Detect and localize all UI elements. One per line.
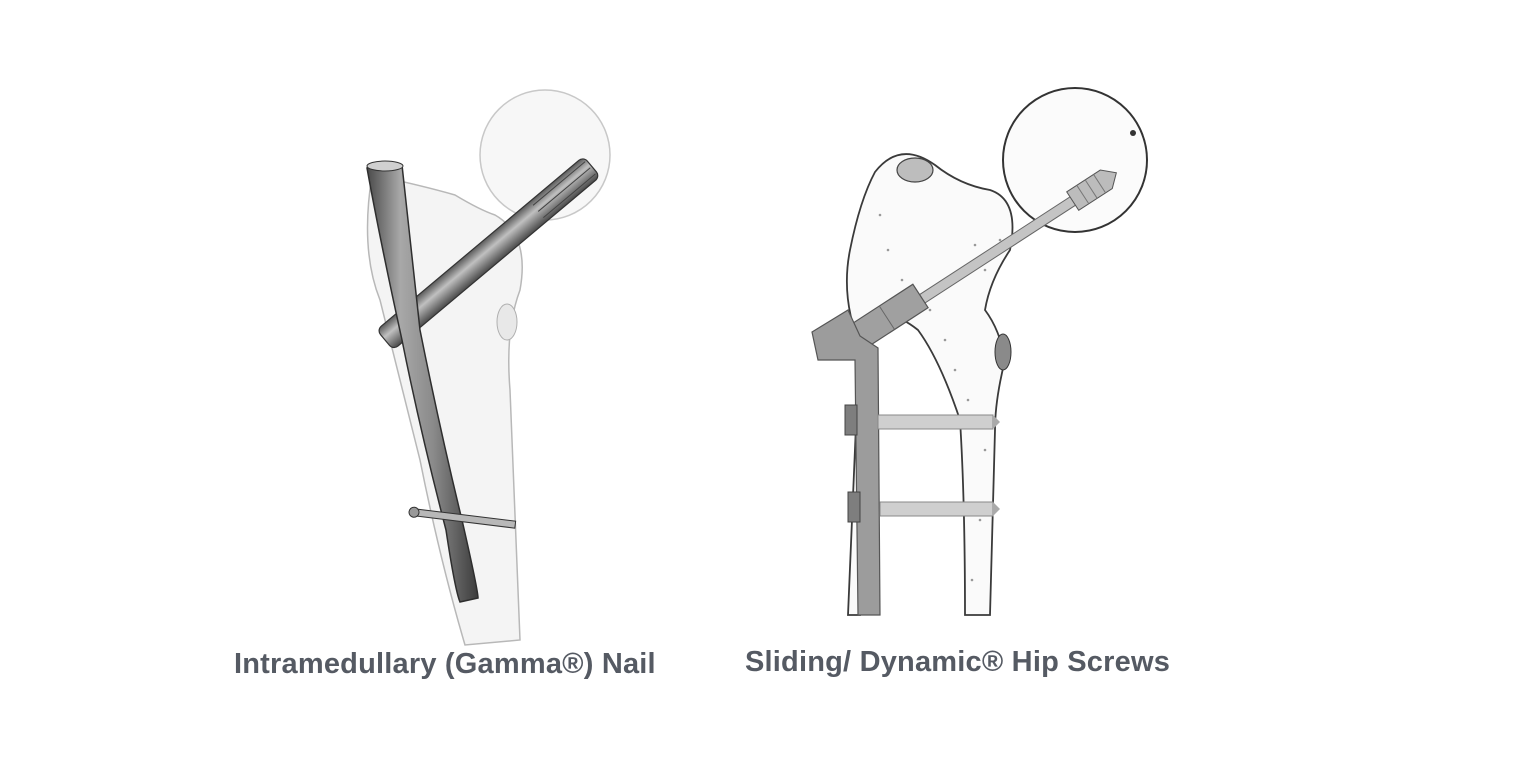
bone-stipple [878, 213, 1002, 582]
caption-dynamic-hip-screw: Sliding/ Dynamic® Hip Screws [745, 646, 1171, 678]
femur-dhs-drawing [811, 87, 1148, 616]
gamma-nail-illustration [0, 0, 760, 650]
femur-nail-drawing [366, 89, 611, 646]
dynamic-hip-screw-illustration [760, 0, 1537, 650]
caption-gamma-nail: Intramedullary (Gamma®) Nail [234, 648, 656, 680]
